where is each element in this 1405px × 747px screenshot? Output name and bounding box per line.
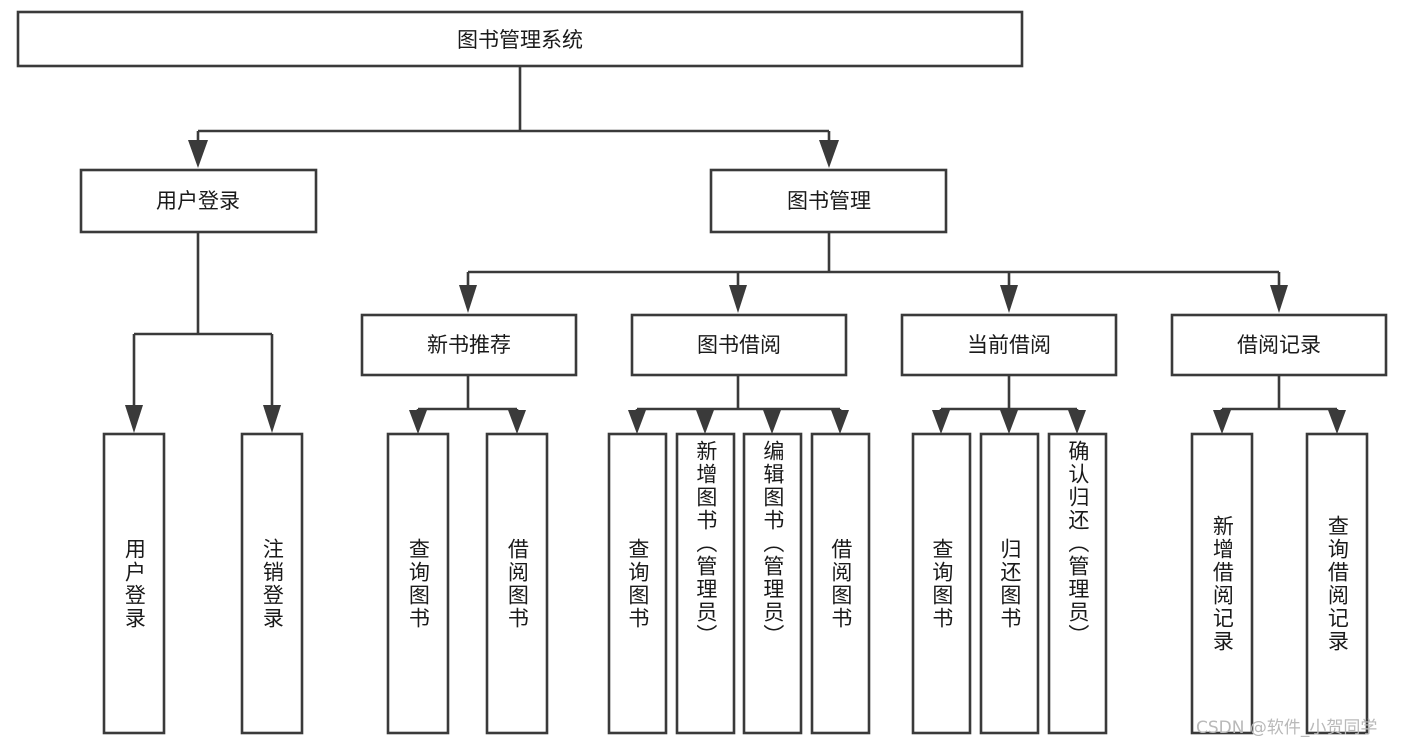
node-current-borrow[interactable]: 当前借阅 [900,313,1118,377]
node-root[interactable]: 图书管理系统 [16,10,1024,68]
leaf-box-add-record[interactable] [1190,432,1254,735]
node-label: 图书管理系统 [457,28,583,52]
arrow-head-icon [763,410,781,434]
node-label: 图书借阅 [697,333,781,357]
leaf-box-edit-book[interactable] [742,432,803,735]
arrow-head-icon [125,405,143,433]
arrow-head-icon [628,410,646,434]
arrow-head-icon [1270,285,1288,313]
leaf-box-borrow-book-1[interactable] [485,432,549,735]
node-book-borrow[interactable]: 图书借阅 [630,313,848,377]
leaf-box-return-book[interactable] [979,432,1040,735]
arrow-head-icon [508,410,526,434]
arrow-head-icon [819,140,839,168]
connector-bookmanage-to-level2 [459,232,1288,313]
leaf-box-user-login[interactable] [102,432,166,735]
connector-root-to-level1 [188,66,839,168]
arrow-head-icon [1000,410,1018,434]
arrow-head-icon [188,140,208,168]
watermark-text: CSDN @软件_小贺同学 [1196,718,1378,738]
leaf-box-add-book[interactable] [675,432,736,735]
node-borrow-record[interactable]: 借阅记录 [1170,313,1388,377]
leaf-box-user-logout[interactable] [240,432,304,735]
arrow-head-icon [729,285,747,313]
arrow-head-icon [932,410,950,434]
arrow-head-icon [831,410,849,434]
connector-borrowrecord-to-leaves [1213,375,1346,434]
node-box-shape [1170,313,1388,377]
node-user-login[interactable]: 用户登录 [79,168,318,234]
node-label: 借阅记录 [1237,333,1321,357]
arrow-head-icon [1000,285,1018,313]
leaf-box-query-book-3[interactable] [911,432,972,735]
leaf-boxes [102,432,1369,735]
connector-currentborrow-to-leaves [932,375,1086,434]
node-box-shape [79,168,318,234]
node-box-shape [630,313,848,377]
node-box-shape [16,10,1024,68]
connector-userlogin-to-leaves [125,232,281,433]
arrow-head-icon [1068,410,1086,434]
node-book-manage[interactable]: 图书管理 [709,168,948,234]
node-label: 用户登录 [156,189,240,213]
arrow-head-icon [1213,410,1231,434]
arrow-head-icon [459,285,477,313]
node-new-book-recommend[interactable]: 新书推荐 [360,313,578,377]
leaf-box-borrow-book-2[interactable] [810,432,871,735]
leaf-box-query-book-2[interactable] [607,432,668,735]
connector-newbook-to-leaves [409,375,526,434]
node-label: 图书管理 [787,189,871,213]
leaf-box-confirm-return[interactable] [1047,432,1108,735]
arrow-head-icon [696,410,714,434]
leaf-box-query-book-1[interactable] [386,432,450,735]
node-label: 新书推荐 [427,333,511,357]
connector-bookborrow-to-leaves [628,375,849,434]
node-label: 当前借阅 [967,333,1051,357]
arrow-head-icon [409,410,427,434]
node-box-shape [709,168,948,234]
arrow-head-icon [263,405,281,433]
node-box-shape [900,313,1118,377]
node-box-shape [360,313,578,377]
leaf-box-query-record[interactable] [1305,432,1369,735]
arrow-head-icon [1328,410,1346,434]
